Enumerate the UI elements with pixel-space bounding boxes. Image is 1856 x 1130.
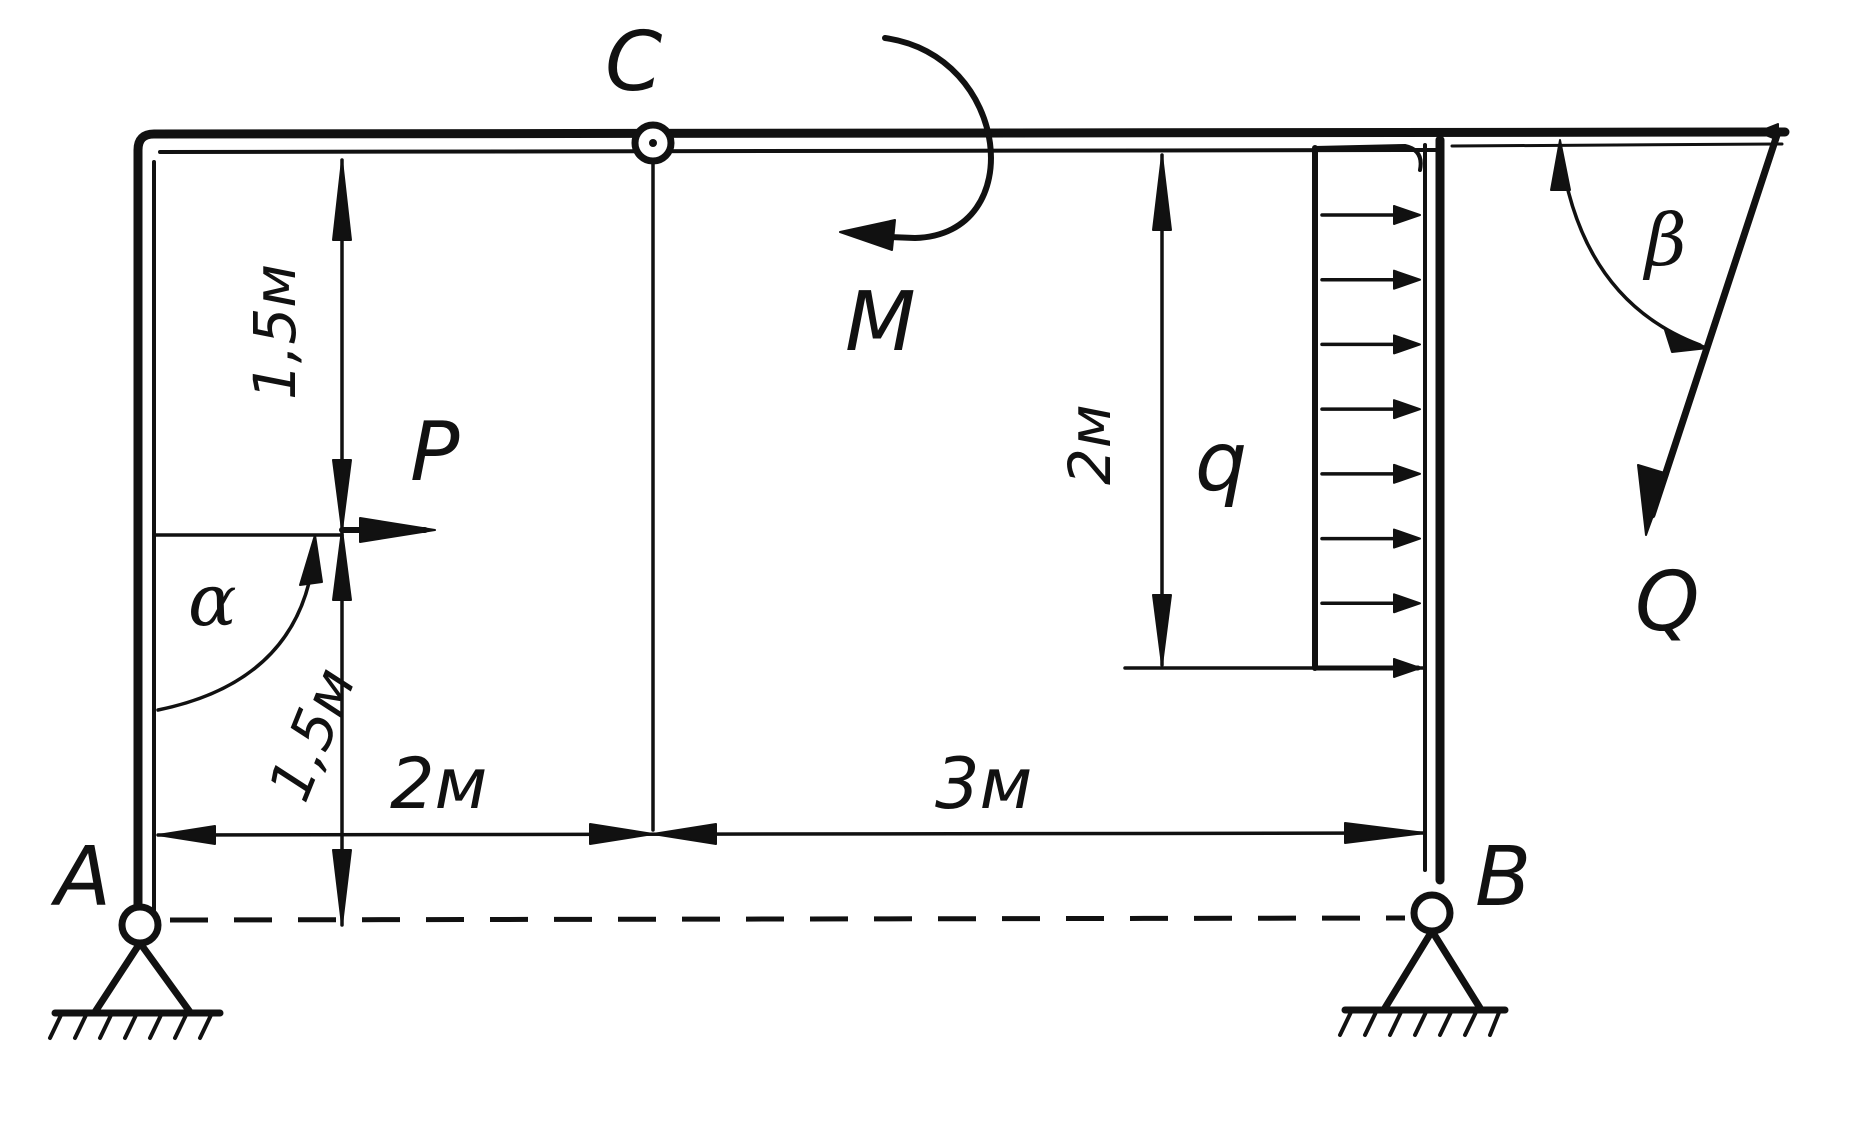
hinge-a — [118, 903, 162, 947]
force-q-arrow — [1637, 123, 1782, 536]
moment-arrow — [839, 35, 994, 251]
baseline-dashed — [169, 915, 1406, 923]
dim-upper-left: 1,5м — [241, 264, 309, 400]
label-p: P — [410, 405, 460, 500]
load-arrows — [1320, 205, 1421, 678]
load-arrow-head — [1393, 334, 1421, 355]
frame-members — [133, 127, 1790, 920]
label-q-load: q — [1195, 415, 1247, 510]
label-b: B — [1475, 830, 1531, 925]
left-column — [133, 127, 1790, 920]
hinge-c-dot — [649, 139, 657, 147]
dim-load-height: 2м — [1056, 404, 1124, 485]
dim-left-span: 2м — [390, 743, 487, 825]
support-a — [48, 939, 224, 1040]
load-arrow-head — [1393, 269, 1421, 290]
load-dimension — [1123, 153, 1427, 670]
load-arrow-head — [1393, 593, 1421, 614]
load-arrow-head — [1393, 463, 1421, 484]
support-b — [1338, 927, 1509, 1037]
label-alpha: α — [188, 558, 237, 642]
dim-right-span: 3м — [935, 743, 1032, 825]
hinge-b — [1410, 891, 1454, 935]
label-m: M — [845, 275, 916, 370]
label-a: A — [50, 830, 111, 925]
right-overhang-inner — [1450, 142, 1784, 148]
force-p-arrow — [339, 517, 436, 543]
top-beam-inner — [158, 148, 1438, 154]
load-arrow-head — [1393, 205, 1421, 225]
label-q-force: Q — [1635, 555, 1700, 650]
dim-lower-left: 1,5м — [255, 659, 369, 811]
horizontal-dimension — [156, 822, 1427, 845]
vertical-dimension — [332, 158, 352, 927]
label-beta: β — [1642, 198, 1687, 282]
load-arrow-head — [1393, 528, 1421, 549]
label-c: C — [605, 15, 662, 110]
angle-alpha-arc — [156, 534, 323, 712]
load-arrow-head — [1393, 658, 1421, 678]
angle-beta-arc — [1550, 139, 1709, 353]
load-arrow-head — [1393, 399, 1421, 420]
